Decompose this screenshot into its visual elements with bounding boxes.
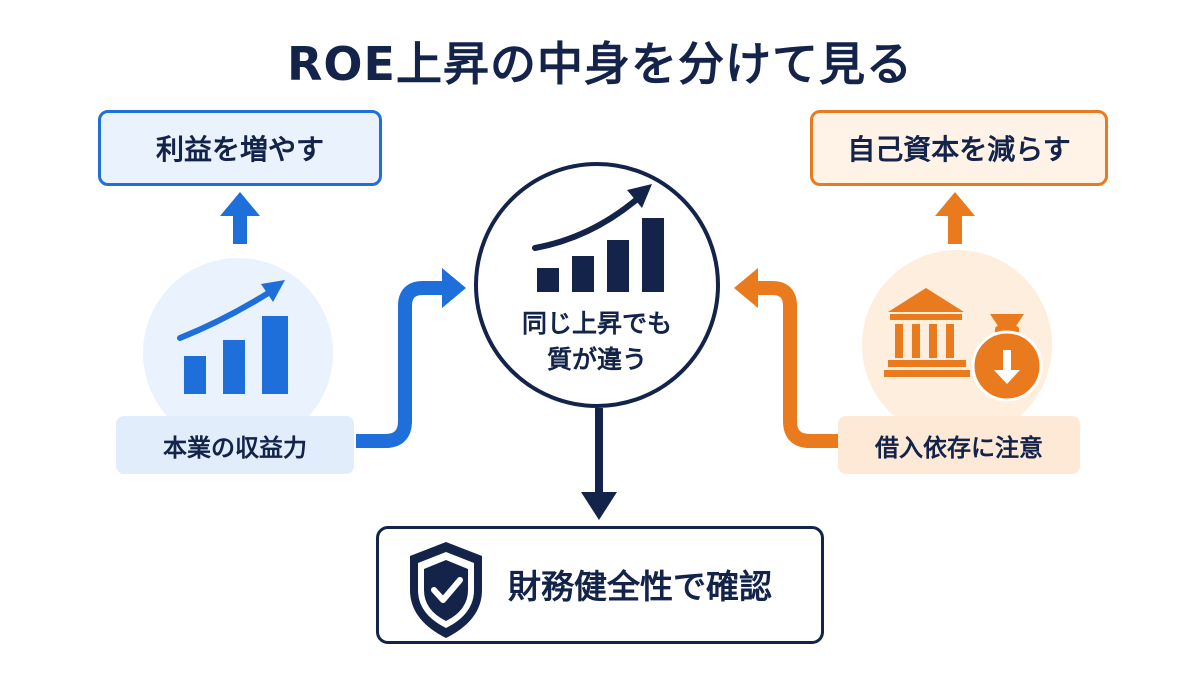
left-connector-arrow [356,268,466,448]
bar-chart-up-icon [177,280,288,394]
right-connector-arrow [734,268,838,448]
center-text-line2: 質が違う [546,345,647,374]
reduce-equity-box: 自己資本を減らす [810,110,1108,186]
increase-profit-box: 利益を増やす [98,110,382,186]
center-text-line1: 同じ上昇でも [521,309,672,338]
debt-dependence-label: 借入依存に注意 [838,416,1080,474]
page-title: ROE上昇の中身を分けて見る [287,37,913,91]
center-text: 同じ上昇でも 質が違う [474,306,720,378]
shield-check-icon [410,542,482,638]
right-up-arrow [935,192,975,244]
bank-icon [884,288,970,377]
down-arrow [581,408,617,520]
core-earnings-label: 本業の収益力 [116,416,354,474]
center-circle [474,162,720,408]
money-bag-down-icon [971,314,1043,402]
center-bar-chart-icon [532,184,664,292]
financial-health-label: 財務健全性で確認 [508,567,772,606]
left-up-arrow [220,192,260,244]
